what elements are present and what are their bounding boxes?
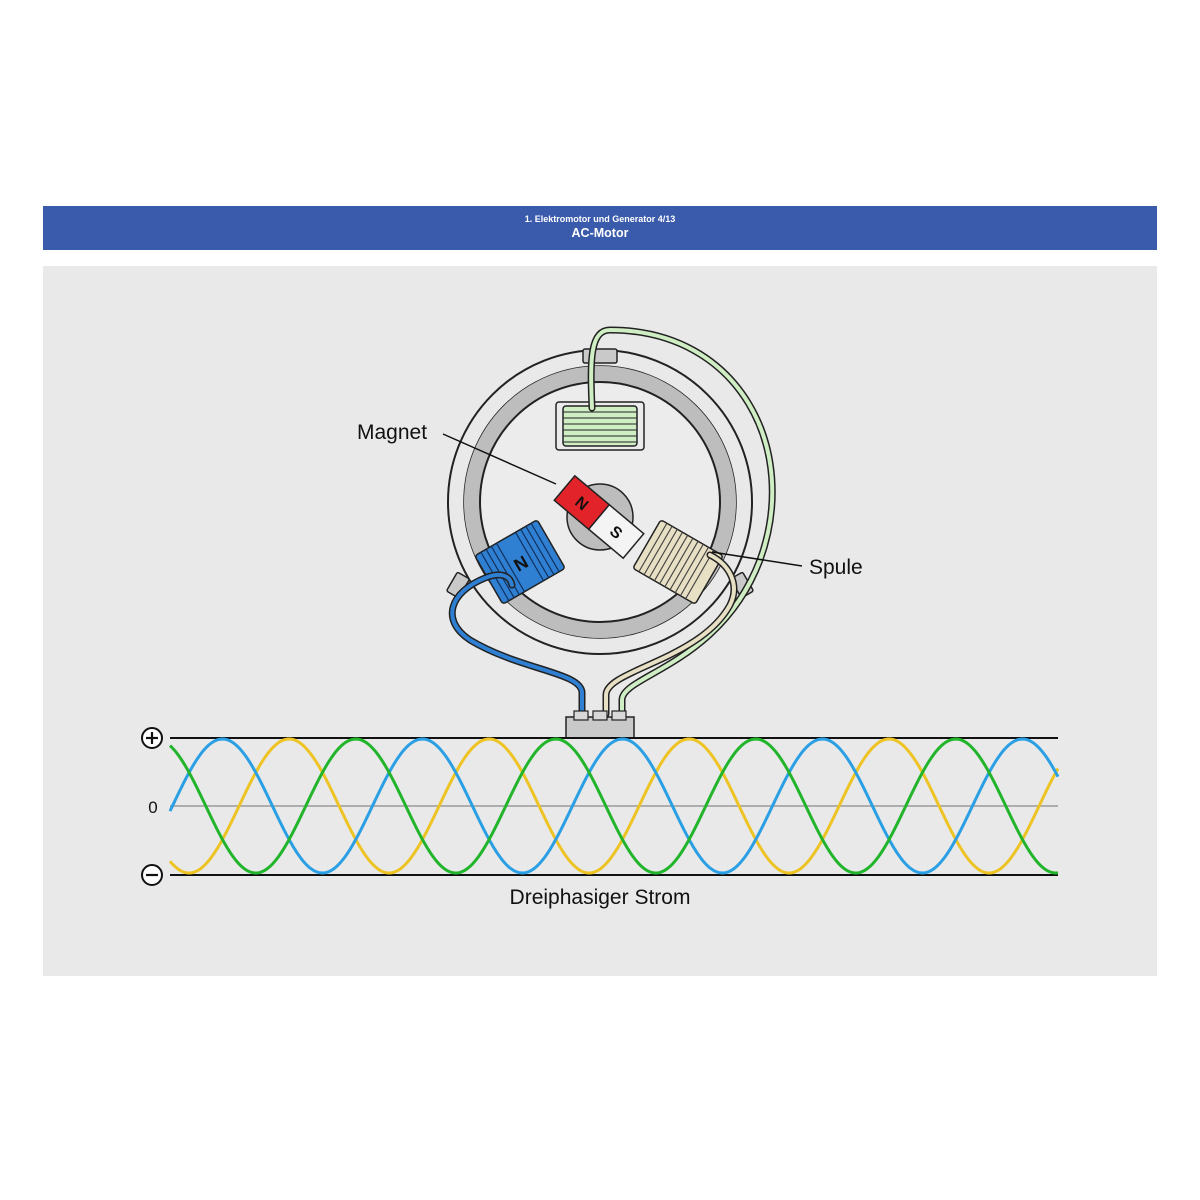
coil-left-blue: N <box>475 520 565 604</box>
minus-icon <box>141 864 163 886</box>
bar-magnet: N S <box>553 474 645 560</box>
waveform-axes <box>170 737 1058 876</box>
header-title: AC-Motor <box>571 226 629 240</box>
wires <box>448 326 776 718</box>
header-bar: 1. Elektromotor und Generator 4/13 AC-Mo… <box>43 206 1157 250</box>
coil-right-beige <box>633 520 723 604</box>
coil-top-green <box>555 401 645 451</box>
phase-wave-blue <box>168 737 1060 875</box>
plus-icon <box>141 727 163 749</box>
three-phase-label: Dreiphasiger Strom <box>510 886 691 909</box>
header-subtitle: 1. Elektromotor und Generator 4/13 <box>524 214 676 224</box>
phase-wave-green <box>168 737 1059 875</box>
terminal-block <box>565 710 635 739</box>
phase-wave-yellow <box>168 737 1060 875</box>
coil-label: Spule <box>809 556 863 579</box>
three-phase-waves <box>168 737 1060 875</box>
magnet-label: Magnet <box>357 421 427 444</box>
axis-zero-label: 0 <box>148 798 157 817</box>
coil-leader-line <box>711 551 803 567</box>
magnet-leader-line <box>442 433 557 485</box>
